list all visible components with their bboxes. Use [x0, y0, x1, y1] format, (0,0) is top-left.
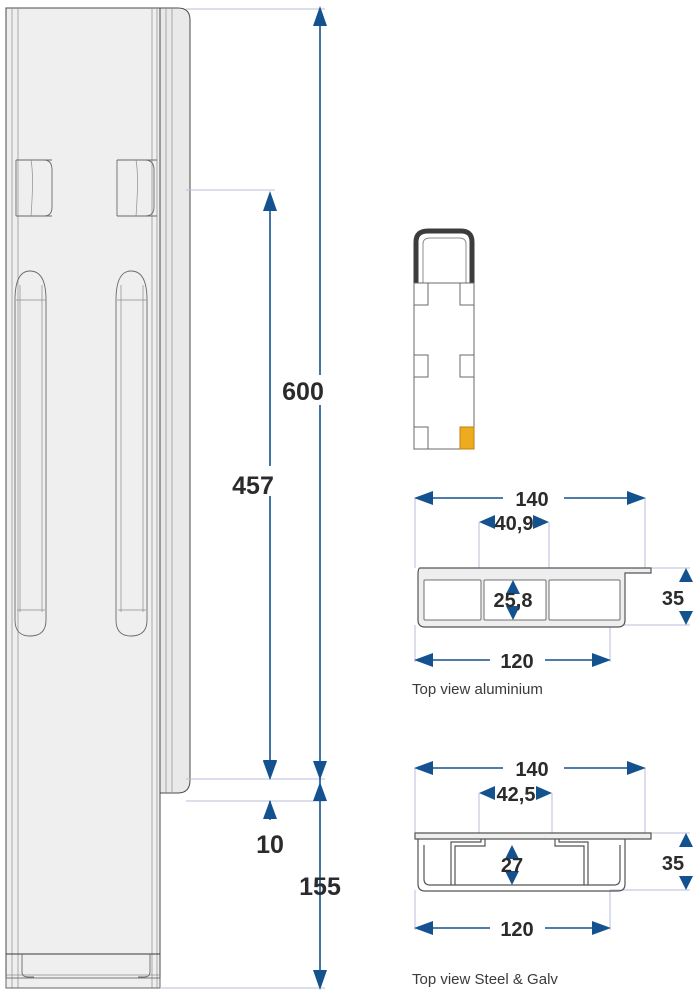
side-view-notch-left-3 — [413, 426, 429, 450]
upper-clip-right — [116, 159, 157, 217]
alu-dimension-140: 140 — [414, 489, 646, 511]
dimension-600-arrow-top — [313, 6, 327, 26]
alu-dim140-arrow-left — [414, 491, 433, 505]
long-slot-right — [115, 270, 148, 637]
steel-dim35-arrow-top — [679, 833, 693, 847]
upper-clip-left-fold — [30, 159, 33, 217]
dimension-155-arrow-top-inner — [313, 782, 327, 801]
alu-dim409-arrow-left — [479, 515, 495, 529]
alu-dim140-label: 140 — [515, 489, 548, 511]
dimension-457-label: 457 — [232, 472, 274, 500]
steel-dimension-35: 35 — [662, 833, 693, 890]
dimension-457-arrow-top — [263, 191, 277, 211]
steel-dim27-arrow-bottom — [505, 871, 519, 885]
dimension-600-arrow-bottom — [313, 970, 327, 990]
side-view-notch-highlight — [459, 426, 475, 450]
upper-clip-left-outline — [16, 159, 53, 217]
steel-divider-2 — [554, 839, 585, 885]
steel-dim27-label: 27 — [501, 855, 523, 877]
alu-dimension-25-8: 25,8 — [494, 580, 533, 620]
side-view-notch-right-1 — [459, 282, 475, 306]
foot-bracket-right — [138, 954, 151, 978]
upper-clip-left — [16, 159, 53, 217]
steel-dim35-arrow-bottom — [679, 876, 693, 890]
dimension-155-label: 155 — [299, 873, 341, 901]
upper-clip-right-outline — [117, 159, 155, 217]
steel-dim120-label: 120 — [500, 919, 533, 941]
steel-top-flange — [414, 832, 652, 840]
steel-dim35-label: 35 — [662, 853, 684, 875]
steel-dim425-label: 42,5 — [497, 784, 536, 806]
long-slot-right-outline — [115, 270, 148, 637]
steel-caption: Top view Steel & Galv — [412, 971, 558, 988]
side-view-notch-right-2 — [459, 354, 475, 378]
side-view-notch-left-1 — [413, 282, 429, 306]
steel-dimension-42-5: 42,5 — [479, 784, 552, 806]
alu-dim35-arrow-top — [679, 568, 693, 582]
alu-dim258-arrow-bottom — [506, 606, 520, 620]
foot-base-plate — [5, 977, 161, 989]
alu-dim258-label: 25,8 — [494, 590, 533, 612]
alu-chamber-1 — [423, 579, 482, 621]
front-view-panel — [5, 7, 191, 989]
steel-profile-outline — [417, 839, 626, 892]
front-view-outer-body — [5, 7, 161, 989]
side-view-notch-left-2 — [413, 354, 429, 378]
steel-dim425-arrow-right — [536, 786, 552, 800]
steel-dim27-arrow-top — [505, 845, 519, 859]
alu-dim35-arrow-bottom — [679, 611, 693, 625]
steel-dim140-label: 140 — [515, 759, 548, 781]
side-view-profile — [413, 228, 475, 450]
alu-dim409-label: 40,9 — [495, 513, 534, 535]
alu-dimension-120: 120 — [414, 651, 611, 673]
alu-chamber-2 — [483, 579, 547, 621]
top-view-aluminium: 140 40,9 25,8 120 — [412, 489, 693, 698]
dimension-10-arrow-upper — [263, 761, 277, 780]
alu-caption: Top view aluminium — [412, 681, 543, 698]
steel-divider-1 — [454, 839, 486, 885]
steel-dimension-140: 140 — [414, 759, 646, 781]
dimension-155-arrow-top — [313, 761, 327, 780]
steel-dimension-27: 27 — [501, 845, 523, 885]
steel-dim120-arrow-left — [414, 921, 433, 935]
side-view-handle-inner — [422, 237, 467, 283]
alu-dim409-arrow-right — [533, 515, 549, 529]
dimension-10-arrow-lower — [263, 800, 277, 819]
dimension-457: 457 — [232, 191, 277, 780]
dimension-155: 155 — [299, 761, 341, 901]
alu-chamber-3 — [548, 579, 621, 621]
foot-bracket-left — [21, 954, 34, 978]
steel-dim140-arrow-right — [627, 761, 646, 775]
front-view-foot — [5, 953, 161, 989]
alu-dim140-arrow-right — [627, 491, 646, 505]
dimension-10: 10 — [256, 761, 284, 859]
steel-dim425-arrow-left — [479, 786, 495, 800]
dimension-600: 600 — [282, 6, 327, 990]
front-view-right-flange — [159, 7, 191, 794]
alu-dim258-arrow-top — [506, 580, 520, 594]
alu-dim120-arrow-right — [592, 653, 611, 667]
alu-dimension-35: 35 — [662, 568, 693, 625]
long-slot-left-outline — [14, 270, 47, 637]
steel-dim140-arrow-left — [414, 761, 433, 775]
alu-dim120-arrow-left — [414, 653, 433, 667]
steel-profile-inner — [423, 845, 621, 886]
alu-dimension-40-9: 40,9 — [479, 513, 549, 535]
top-view-steel: 140 42,5 27 120 — [412, 759, 693, 988]
steel-dim120-arrow-right — [592, 921, 611, 935]
steel-divider-1b — [450, 839, 482, 885]
side-view-handle — [413, 228, 475, 286]
dimension-600-label: 600 — [282, 378, 324, 406]
alu-dim35-label: 35 — [662, 588, 684, 610]
upper-clip-right-fold — [135, 159, 138, 217]
front-view-dimensions: 600 457 10 155 — [160, 6, 341, 990]
alu-dim120-label: 120 — [500, 651, 533, 673]
long-slot-left — [14, 270, 47, 637]
dimension-10-label: 10 — [256, 831, 284, 859]
steel-dimension-120: 120 — [414, 919, 611, 941]
steel-divider-2b — [558, 839, 589, 885]
